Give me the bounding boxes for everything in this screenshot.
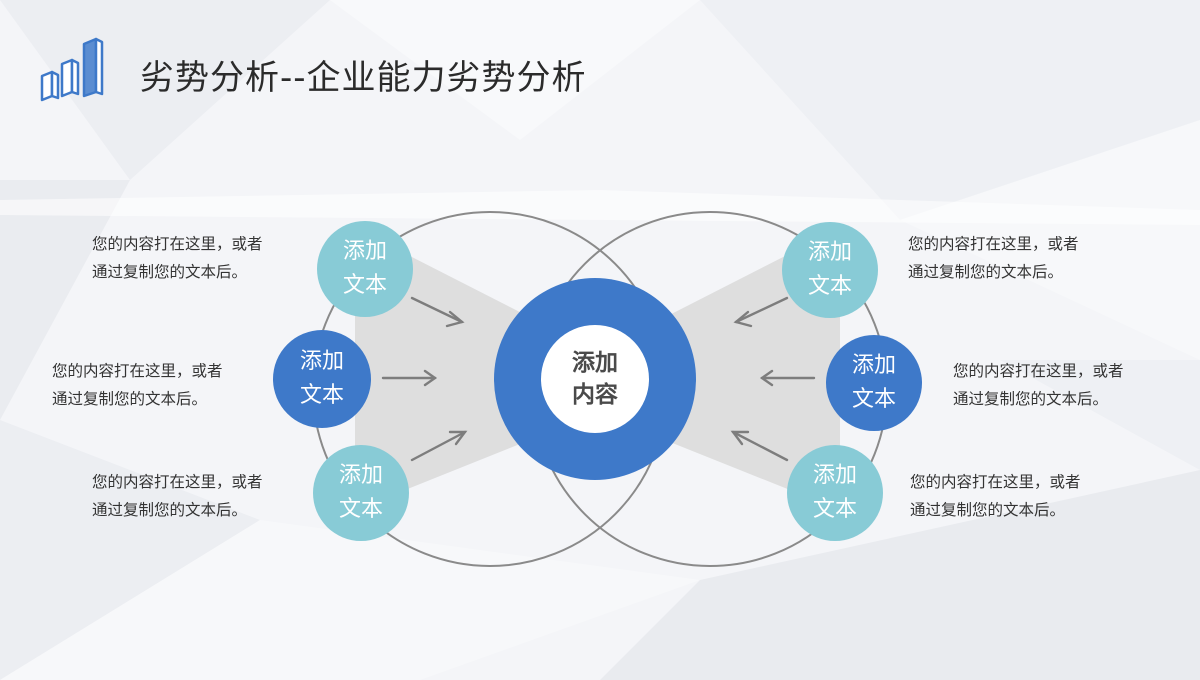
center-node[interactable]: 添加 内容 [541, 325, 649, 433]
description-line2: 通过复制您的文本后。 [92, 263, 248, 281]
left-funnel [355, 228, 555, 510]
node-right-top[interactable]: 添加 文本 [782, 222, 878, 318]
description-line1: 您的内容打在这里，或者 [52, 362, 223, 380]
arrow-icon [730, 430, 789, 462]
description-left-mid: 您的内容打在这里，或者 通过复制您的文本后。 [52, 357, 223, 413]
node-left-bottom[interactable]: 添加 文本 [313, 445, 409, 541]
node-left-top[interactable]: 添加 文本 [317, 221, 413, 317]
description-line1: 您的内容打在这里，或者 [908, 235, 1079, 253]
node-label-line1: 添加 [851, 353, 896, 378]
node-label-line2: 文本 [812, 497, 857, 522]
description-line1: 您的内容打在这里，或者 [953, 362, 1124, 380]
node-label-line2: 文本 [299, 383, 344, 408]
center-label-line2: 内容 [572, 382, 618, 408]
description-left-bottom: 您的内容打在这里，或者 通过复制您的文本后。 [92, 468, 263, 524]
node-label-line1: 添加 [338, 463, 383, 488]
description-left-top: 您的内容打在这里，或者 通过复制您的文本后。 [92, 230, 263, 286]
description-line2: 通过复制您的文本后。 [910, 501, 1066, 519]
center-label-line1: 添加 [572, 350, 618, 376]
description-line1: 您的内容打在这里，或者 [910, 473, 1081, 491]
arrow-icon [410, 296, 465, 328]
node-right-mid[interactable]: 添加 文本 [826, 335, 922, 431]
arrow-icon [381, 369, 438, 387]
arrow-icon [759, 369, 816, 387]
node-label-line1: 添加 [299, 349, 344, 374]
description-line2: 通过复制您的文本后。 [92, 501, 248, 519]
node-label-line2: 文本 [807, 274, 852, 299]
arrow-icon [733, 296, 789, 328]
description-line2: 通过复制您的文本后。 [52, 390, 208, 408]
description-right-mid: 您的内容打在这里，或者 通过复制您的文本后。 [953, 357, 1124, 413]
node-label-line1: 添加 [342, 239, 387, 264]
node-label-line1: 添加 [812, 463, 857, 488]
bar-chart-3d-icon [40, 37, 104, 102]
description-line1: 您的内容打在这里，或者 [92, 473, 263, 491]
node-left-mid[interactable]: 添加 文本 [273, 330, 371, 428]
description-line2: 通过复制您的文本后。 [953, 390, 1109, 408]
description-right-bottom: 您的内容打在这里，或者 通过复制您的文本后。 [910, 468, 1081, 524]
node-label-line2: 文本 [338, 497, 383, 522]
node-right-bottom[interactable]: 添加 文本 [787, 445, 883, 541]
description-line1: 您的内容打在这里，或者 [92, 235, 263, 253]
node-label-line1: 添加 [807, 240, 852, 265]
arrow-icon [410, 430, 468, 462]
node-label-line2: 文本 [851, 387, 896, 412]
node-label-line2: 文本 [342, 273, 387, 298]
right-funnel [640, 228, 840, 510]
page-title: 劣势分析--企业能力劣势分析 [140, 58, 587, 98]
description-right-top: 您的内容打在这里，或者 通过复制您的文本后。 [908, 230, 1079, 286]
description-line2: 通过复制您的文本后。 [908, 263, 1064, 281]
